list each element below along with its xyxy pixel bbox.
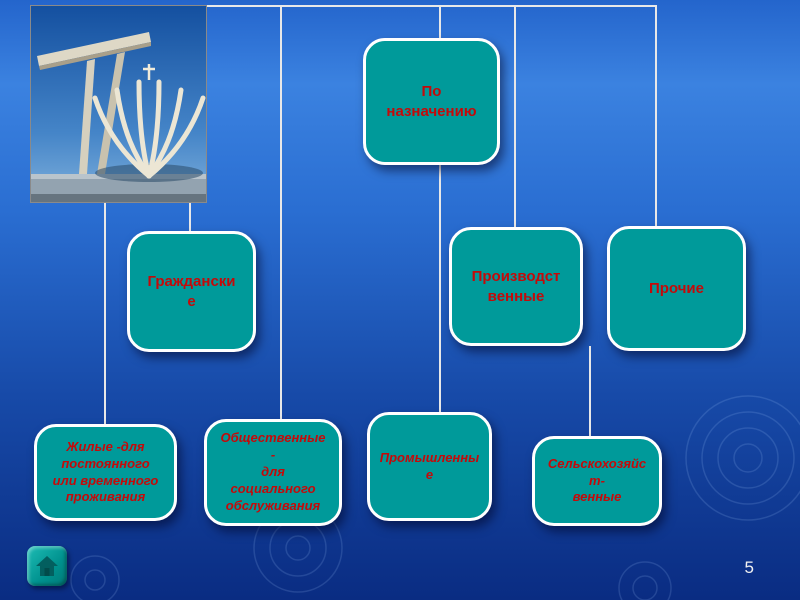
node-public-label: Общественные - для социального обслужива… [220, 430, 326, 513]
home-button[interactable] [27, 546, 67, 586]
node-agricultural-label: Сельскохозяйс т- венные [547, 455, 647, 505]
connector-line [280, 5, 282, 420]
node-production: Производст венные [449, 227, 583, 346]
connector-line [655, 5, 657, 226]
node-production-label: Производст венные [471, 268, 561, 305]
node-residential-label: Жилые -для постоянного или временного пр… [52, 438, 159, 505]
node-residential: Жилые -для постоянного или временного пр… [34, 424, 177, 521]
connector-line [589, 346, 591, 436]
node-purpose: По назначению [363, 38, 500, 165]
cathedral-photo-image [31, 6, 206, 202]
node-purpose-label: По назначению [386, 83, 477, 120]
connector-line [104, 5, 106, 425]
node-industrial-label: Промышленны е [379, 449, 480, 482]
cathedral-photo [30, 5, 207, 203]
node-civil: Граждански е [127, 231, 256, 352]
node-other: Прочие [607, 226, 746, 351]
node-industrial: Промышленны е [367, 412, 492, 521]
node-agricultural: Сельскохозяйс т- венные [532, 436, 662, 526]
connector-line [439, 5, 441, 413]
node-other-label: Прочие [648, 279, 704, 297]
house-icon [36, 556, 58, 576]
connector-line [514, 5, 516, 228]
connector-line [104, 5, 657, 7]
page-number: 5 [744, 558, 754, 577]
node-civil-label: Граждански е [147, 273, 236, 310]
node-public: Общественные - для социального обслужива… [204, 419, 342, 526]
